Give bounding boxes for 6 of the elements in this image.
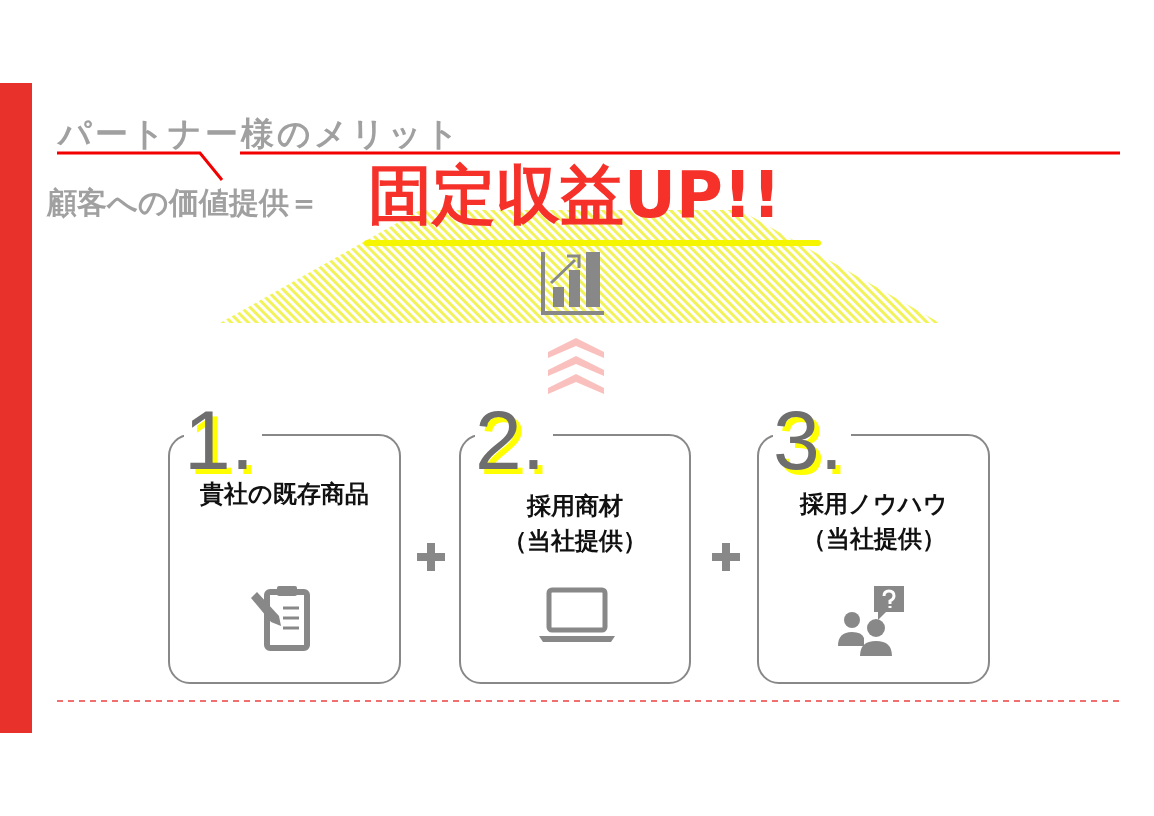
provider-note: （当社提供） bbox=[800, 524, 947, 555]
provider-note: （当社提供） bbox=[502, 526, 648, 557]
title: パートナー様のメリット bbox=[58, 113, 462, 155]
item-label: 採用ノウハウ bbox=[798, 489, 949, 520]
item-label: 採用商材 bbox=[525, 491, 624, 522]
subtitle: 顧客への価値提供＝ bbox=[47, 186, 319, 219]
